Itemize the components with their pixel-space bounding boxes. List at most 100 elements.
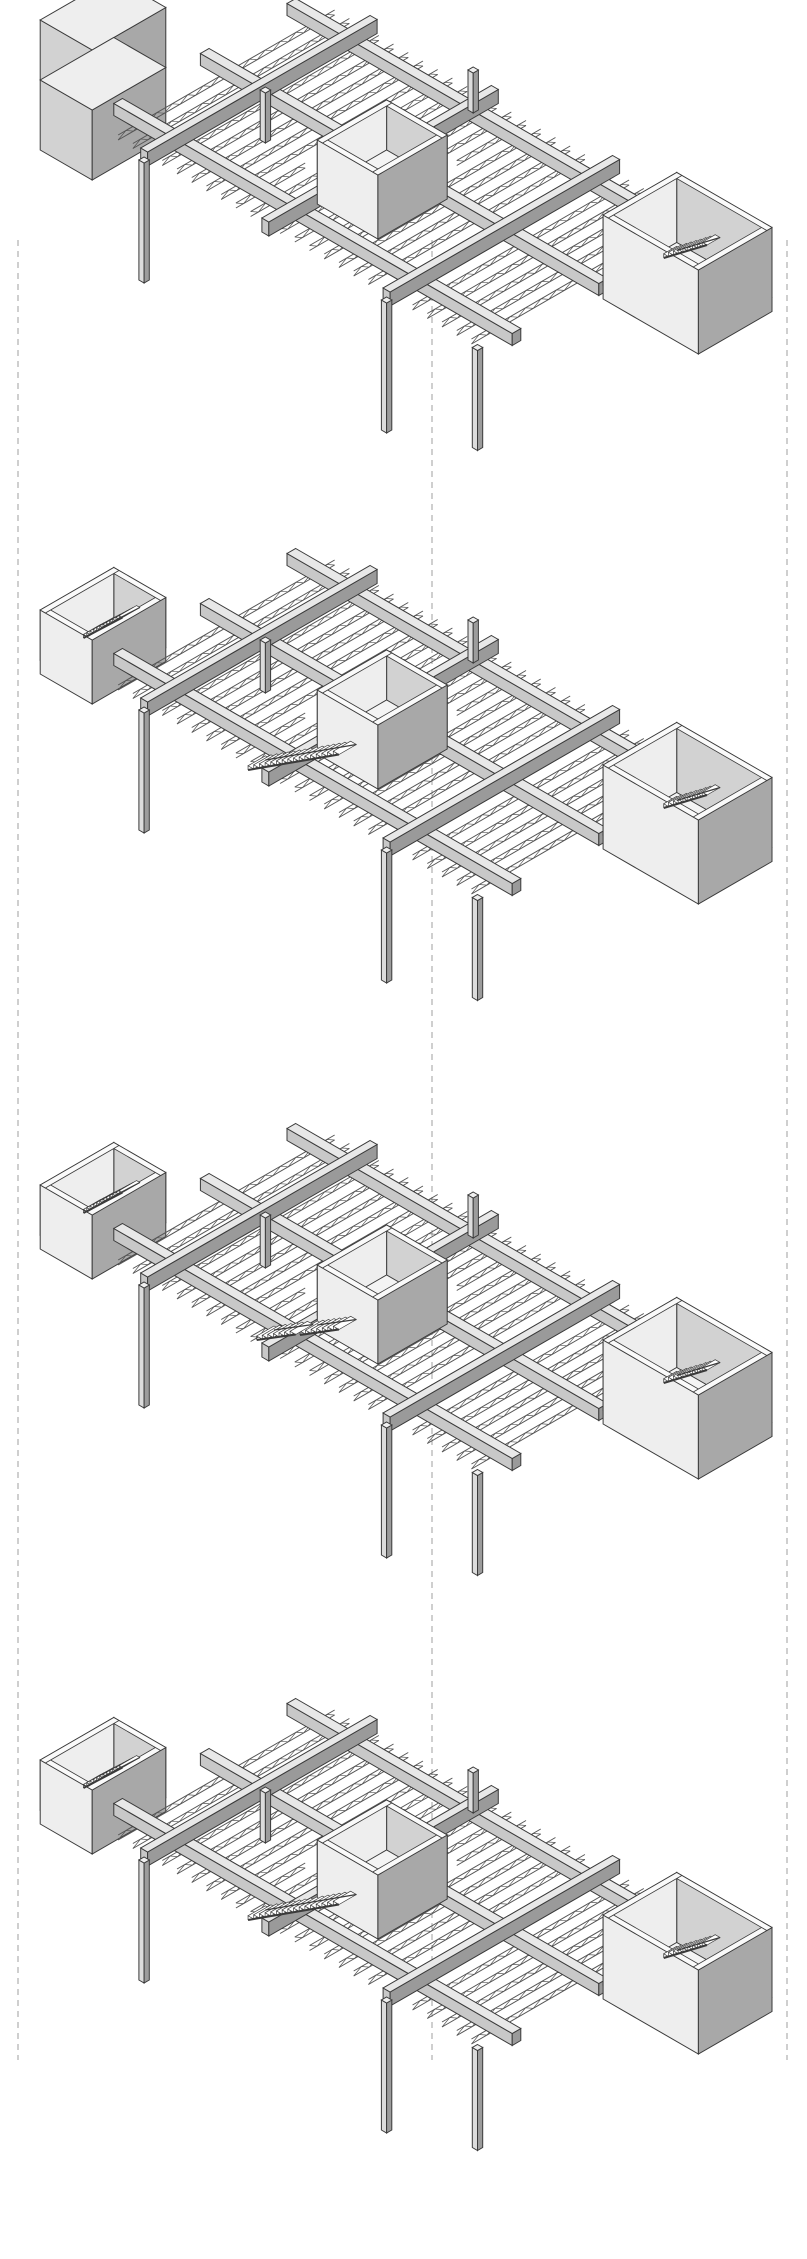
level-2-right-core-rim-left [602,722,683,769]
level-4-column-face-front [380,1999,388,2134]
level-2-right-core-stair [663,784,721,809]
level-3-column-face-side [143,1284,150,1409]
level-4-column-face-top [380,1996,393,2004]
level-4-right-core-rim-left [602,1872,683,1919]
level-3-column [471,1468,484,1577]
level-3-central-core-rim-left [316,1224,393,1269]
level-1-column [380,296,393,434]
level-1-joist-chord-top [250,171,321,212]
level-1-column-face-top [466,66,480,74]
level-1-column-face-front [380,299,388,434]
level-4-column-face-top [466,1766,480,1774]
level-4-void-stair-stringer-back [265,1893,357,1911]
level-2-left-core-rim-left [39,567,120,614]
level-3-void-stair-stringer-back [317,1318,357,1326]
level-3-left-core-stair-tread [118,1180,141,1193]
level-3-right-core-stair-stringer [663,1369,708,1384]
level-1-joist-chord-top [235,162,306,204]
level-3-void-stair-lower-stringer-back [273,1323,314,1331]
level-3-column-face-top [471,1468,484,1477]
level-2-void-stair-stringer-back [265,743,357,761]
level-3-column-face-side [477,1471,484,1577]
level-2 [39,547,773,1002]
level-1-column-face-front [138,159,145,284]
level-4-column-face-top [471,2043,484,2052]
level-2-void-stair [247,740,357,771]
level-3-void-stair [299,1315,358,1336]
level-2-right-core-stair-stringer-back [676,786,721,802]
level-3-void-stair-lower-stringer [256,1333,296,1341]
level-3-column-face-front [259,1214,266,1269]
level-4-girder-v-2-face-top [382,1854,621,1993]
level-3-column-face-side [386,1424,393,1559]
level-2-left-core [39,566,167,705]
level-4-left-core-stair-tread [118,1755,141,1768]
level-2-column-face-top [466,616,480,624]
level-3-girder-v-2-face-top [382,1279,621,1418]
level-4-column-face-side [477,2046,484,2152]
level-3-void-stair-lower-tread [289,1320,314,1335]
level-3-column-face-front [138,1284,145,1409]
level-1-left-core-lower-face-top [39,36,167,111]
level-4-column-face-top [259,1786,272,1794]
level-3-left-core-rim-left [39,1142,120,1189]
level-3-column-face-side [264,1214,272,1269]
level-1-central-core [316,99,449,240]
level-4-void-stair-stringer [247,1903,340,1921]
level-3-right-core [602,1296,773,1480]
level-3-column-face-top [259,1211,272,1219]
level-4-column [137,1856,151,1984]
level-4-left-core-stair-stringer [83,1766,123,1789]
level-4-column-face-front [138,1859,145,1984]
level-2-column [471,893,484,1002]
level-1-column-face-side [264,89,272,144]
level-1-column [137,156,151,284]
level-1-right-core-stair-stringer [663,244,708,259]
level-2-column-face-front [471,896,478,1002]
level-2-joist-chord-top [235,712,306,754]
level-3-joist-chord-top [250,1296,321,1337]
level-3-column [137,1281,151,1409]
level-3-column-face-side [472,1194,479,1239]
level-1-column [259,86,272,144]
level-4-column-face-side [143,1859,150,1984]
level-4-central-core [316,1799,449,1940]
level-1 [39,0,773,452]
level-3-void-stair-lower [255,1320,314,1341]
level-1-column-face-front [259,89,266,144]
level-1-right-core-stair [663,234,721,259]
level-1-column-face-top [259,86,272,94]
level-3-left-core [39,1141,167,1280]
level-4-central-core-rim-left [316,1799,393,1844]
level-2-left-core-stair-tread [118,605,141,618]
level-4-girder-v-0-face-top [139,1714,379,1853]
level-1-column-face-side [477,346,484,452]
level-2-column-face-side [477,896,484,1002]
level-3-column-face-front [380,1424,388,1559]
level-3-right-core-stair [663,1359,721,1384]
level-1-central-core-rim-left [316,99,393,144]
level-1-column [471,343,484,452]
level-2-joist-chord-top [250,721,321,762]
level-4-column-face-front [467,1769,474,1814]
level-2-column-face-top [259,636,272,644]
level-4-column [380,1996,393,2134]
level-4-right-core [602,1871,773,2055]
level-3-right-core-stair-stringer-back [676,1361,721,1377]
level-3-joist-chord-top [235,1287,306,1329]
level-2-column-face-front [380,849,388,984]
level-3-girder-v-0-face-top [139,1139,379,1278]
level-1-right-core-rim-left [602,172,683,219]
level-4-column-face-front [259,1789,266,1844]
level-1-girder-v-2-face-top [382,154,621,293]
level-2-column-face-front [467,619,474,664]
level-1-column-face-side [143,159,150,284]
level-2-left-core-stair [82,605,141,639]
level-2-column-face-front [138,709,145,834]
level-3-column [466,1191,480,1239]
level-2-column-face-side [143,709,150,834]
level-4-column-face-front [471,2046,478,2152]
level-4-column [259,1786,272,1844]
level-2-column-face-top [380,846,393,854]
